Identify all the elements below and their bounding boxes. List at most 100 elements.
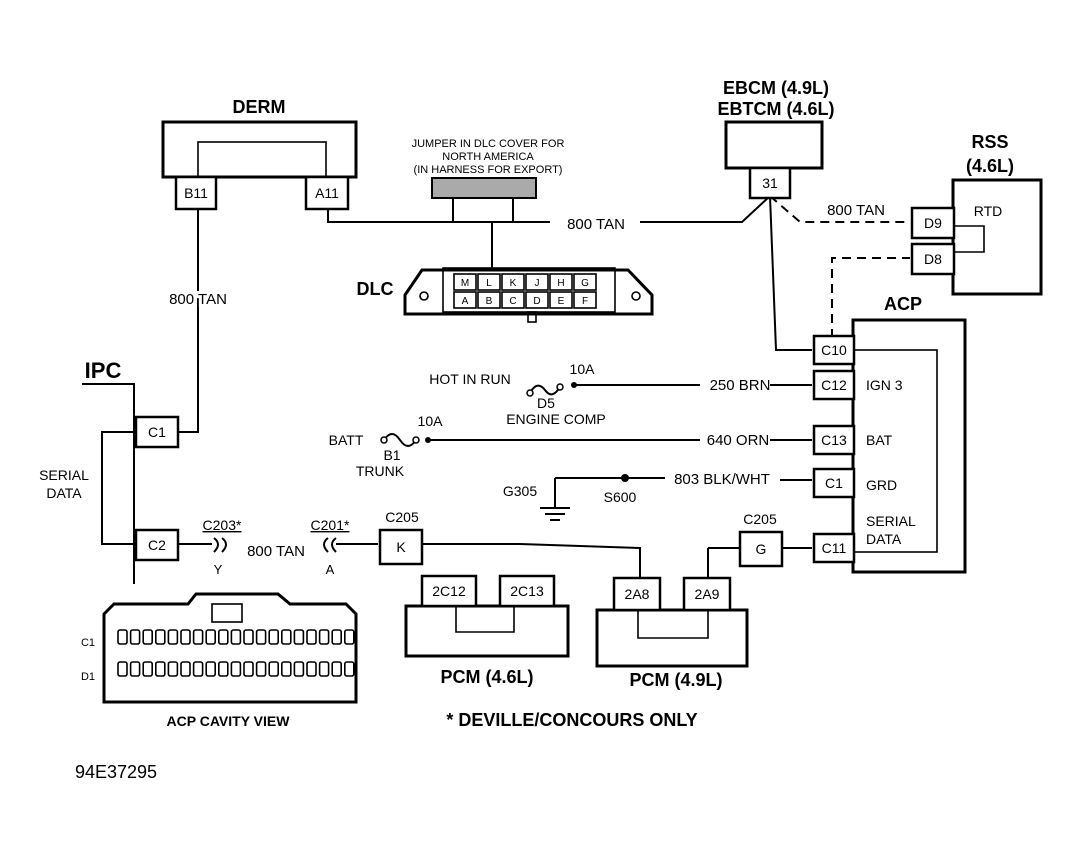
dlc-pin-cell [573,273,597,291]
cavity-pin [155,661,166,677]
cavity-pin [268,629,280,645]
pin-2c13: 2C13 [510,583,544,599]
cavity-pin [280,629,292,645]
footnote: * DEVILLE/CONCOURS ONLY [446,710,697,730]
ground-symbol [540,507,570,521]
ebcm-label: EBCM (4.9L) [723,78,829,98]
wire-label-250-brn: 250 BRN [710,377,771,394]
acp-bat: BAT [866,432,893,448]
cavity-pin [331,661,343,677]
s600-label: S600 [604,489,637,505]
dlc-pin-label: H [557,278,564,289]
pin-a11: A11 [315,185,339,201]
dlc-pin-cell [549,291,573,309]
dlc-pin-label: F [582,296,588,307]
b1-rating: 10A [418,413,444,429]
pin-g: G [756,541,767,557]
cavity-pin [306,629,317,645]
cavity-pin [167,661,179,677]
figure-id: 94E37295 [75,762,157,782]
cavity-pin [280,661,292,677]
connector-c205-k: C205 K [378,509,424,566]
cavity-pin [230,661,242,677]
pcm-4-9l: 2A8 2A9 PCM (4.9L) [595,576,749,690]
dlc-pin-cell [501,291,525,309]
ipc-label: IPC [85,358,122,383]
d5-label: D5 [537,395,555,411]
rtd-label: RTD [974,203,1003,219]
cavity-pin [293,629,305,645]
dlc-pin-label: B [486,296,493,307]
dlc-pin-label: D [533,296,540,307]
cavity-pin [155,629,166,645]
cavity-pin [218,661,229,677]
cavity-pin [205,629,216,645]
batt-label: BATT [329,432,364,448]
dlc-pin-cell [453,273,477,291]
cavity-pin [230,629,242,645]
pcm-4-6l: 2C12 2C13 PCM (4.6L) [404,574,570,687]
cavity-pin [142,661,153,677]
rss-module: RSS (4.6L) RTD D9 D8 [910,132,1043,296]
dlc-pin-label: C [509,296,516,307]
cavity-pin [306,661,317,677]
connector-c203: C203* Y [203,517,242,577]
dlc-pin-label: G [581,278,589,289]
pin-2a9: 2A9 [695,586,720,602]
cavity-pin [255,661,267,677]
pin-d8: D8 [924,251,942,267]
engine-comp-label: ENGINE COMP [506,411,606,427]
pin-c11: C11 [822,540,847,556]
ebcm-module: EBCM (4.9L) EBTCM (4.6L) 31 800 TAN 800 … [567,78,885,233]
cavity-pin [318,661,330,677]
cavity-row-c1 [117,629,355,645]
wire-label-800-tan-c203: 800 TAN [247,543,305,560]
cavity-pin [192,661,204,677]
dlc-pin-label: J [535,278,540,289]
trunk-label: TRUNK [356,463,405,479]
c205-right-label: C205 [743,511,777,527]
pcm-4-6l-label: PCM (4.6L) [440,667,533,687]
pin-2c12: 2C12 [432,583,466,599]
pcm-4-9l-label: PCM (4.9L) [629,670,722,690]
g305-label: G305 [503,483,537,499]
acp-serial: SERIAL [866,513,916,529]
acp-cavity-view: C1 D1 ACP CAVITY VIEW [81,592,358,729]
rss-engine-label: (4.6L) [966,156,1014,176]
pin-acp-c1: C1 [825,475,843,491]
pin-b11: B11 [184,185,208,201]
cavity-pin [117,629,128,645]
cavity-pin [343,661,355,677]
ipc-serial: SERIAL [39,467,89,483]
splice-d5 [571,382,577,388]
c203-pin: Y [214,562,223,577]
connector-c205-g: C205 G [738,511,784,568]
cavity-pin [243,629,254,645]
cavity-pin [331,629,343,645]
ipc-data: DATA [46,485,82,501]
ebtcm-label: EBTCM (4.6L) [718,99,835,119]
c205-left-label: C205 [385,509,419,525]
wires [82,195,910,584]
cavity-pin [117,661,128,677]
pin-ipc-c1: C1 [148,424,166,440]
cavity-pin [180,629,191,645]
pin-ipc-c2: C2 [148,537,166,553]
pin-c13: C13 [821,432,847,448]
dlc-pin-cell [477,291,501,309]
pin-c12: C12 [821,377,847,393]
pin-k: K [396,539,406,555]
cavity-pin [129,629,141,645]
splice-b1 [425,437,431,443]
wire-label-800-tan-derm: 800 TAN [169,291,227,308]
dlc-pin-cell [477,273,501,291]
fuse-d5: HOT IN RUN 10A D5 ENGINE COMP [429,361,606,427]
wire-label-800-tan-rss: 800 TAN [827,202,885,219]
cavity-pin [167,629,179,645]
ipc-module: IPC C1 C2 SERIAL DATA [39,358,180,562]
pin-31: 31 [762,175,778,191]
dlc-pin-label: L [486,278,492,289]
pin-d9: D9 [924,215,942,231]
